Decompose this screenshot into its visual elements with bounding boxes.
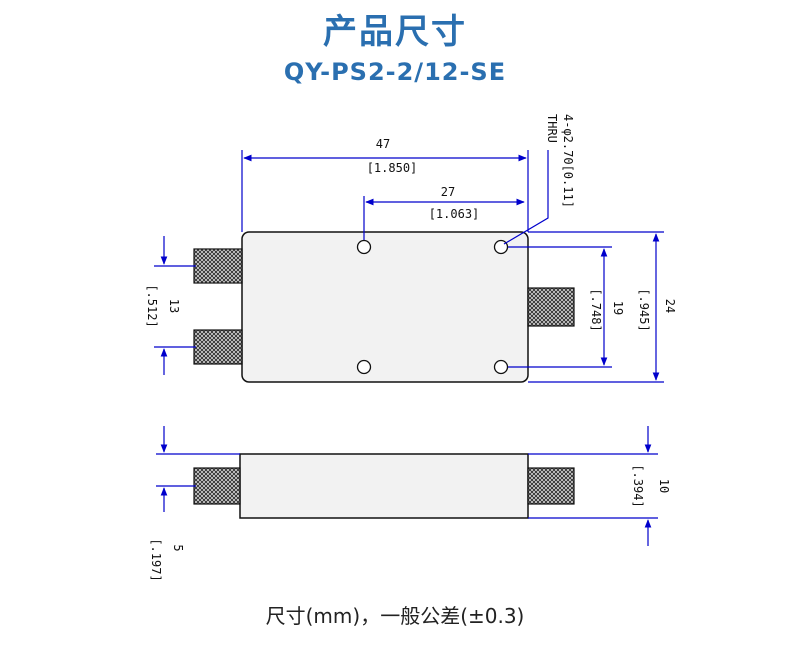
dim-hole-pitch-in: [.748]	[589, 288, 603, 331]
mounting-hole	[356, 359, 372, 375]
dim-port-pitch-mm: 13	[167, 299, 181, 313]
dim-port-offset-in: [.197]	[149, 538, 163, 581]
sma-connector-right	[527, 287, 575, 327]
sma-connector-side-right	[527, 467, 575, 505]
dim-port-offset-mm: 5	[171, 544, 185, 551]
dim-height-in: [.945]	[637, 288, 651, 331]
mounting-hole	[493, 359, 509, 375]
side-body	[239, 453, 529, 519]
dim-width-mm: 47	[376, 137, 390, 151]
dim-hole-pitch-mm: 19	[611, 301, 625, 315]
top-body	[241, 231, 529, 383]
dim-height-mm: 24	[663, 299, 677, 313]
tolerance-note: 尺寸(mm)，一般公差(±0.3)	[265, 604, 525, 628]
dim-port-pitch-in: [.512]	[145, 284, 159, 327]
sma-connector-left-1	[193, 248, 243, 284]
dim-thickness-mm: 10	[657, 479, 671, 493]
dim-hole-span-in: [1.063]	[429, 207, 480, 221]
side-view	[193, 453, 575, 519]
dim-width-in: [1.850]	[367, 161, 418, 175]
sma-connector-side-left	[193, 467, 241, 505]
dim-hole-note-thru: THRU	[545, 114, 559, 143]
sma-connector-left-2	[193, 329, 243, 365]
dim-thickness-in: [.394]	[631, 464, 645, 507]
top-view	[193, 231, 575, 383]
model-number: QY-PS2-2/12-SE	[283, 58, 507, 86]
page-title: 产品尺寸	[323, 12, 467, 52]
mounting-hole	[356, 239, 372, 255]
dim-hole-note: 4-φ2.70[0.11]	[561, 114, 575, 208]
dim-hole-span-mm: 27	[441, 185, 455, 199]
